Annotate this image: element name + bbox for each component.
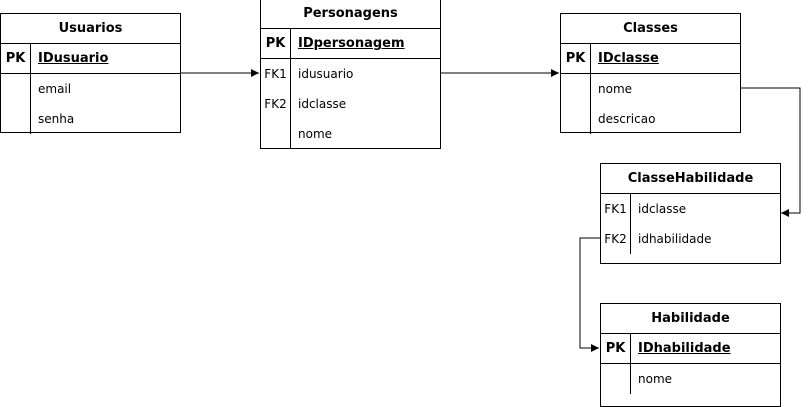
key-label	[1, 74, 31, 104]
field-row: FK2 idclasse	[261, 89, 440, 119]
pk-row: PK IDclasse	[561, 44, 740, 74]
pk-row: PK IDpersonagem	[261, 29, 440, 59]
field-name: IDhabilidade	[638, 341, 731, 356]
field-row: FK1 idclasse	[601, 194, 780, 224]
entity-title: Usuarios	[1, 14, 180, 44]
entity-title: Habilidade	[601, 304, 780, 334]
field-row: email	[1, 74, 180, 104]
key-label	[261, 119, 291, 149]
pk-row: PK IDusuario	[1, 44, 180, 74]
entity-title: Classes	[561, 14, 740, 44]
field-name: nome	[598, 82, 633, 96]
field-name: nome	[298, 127, 333, 141]
field-name: nome	[638, 372, 673, 386]
field-name: idusuario	[298, 67, 354, 81]
key-label: PK	[601, 334, 631, 363]
entity-personagens[interactable]: Personagens PK IDpersonagem FK1 idusuari…	[260, 0, 441, 149]
key-label: PK	[561, 44, 591, 73]
pk-row: PK IDhabilidade	[601, 334, 780, 364]
key-label: FK2	[601, 224, 631, 254]
field-row: descricao	[561, 104, 740, 134]
field-row: nome	[261, 119, 440, 149]
key-label	[1, 104, 31, 134]
entity-classehabilidade[interactable]: ClasseHabilidade FK1 idclasse FK2 idhabi…	[600, 163, 781, 264]
entity-usuarios[interactable]: Usuarios PK IDusuario email senha	[0, 13, 181, 134]
field-row: nome	[561, 74, 740, 104]
connector-classehabilidade-to-habilidade	[579, 237, 600, 352]
key-label: PK	[261, 29, 291, 58]
field-name: descricao	[598, 112, 656, 126]
field-name: email	[38, 82, 72, 96]
field-row: FK1 idusuario	[261, 59, 440, 89]
field-name: IDpersonagem	[298, 36, 405, 51]
key-label	[561, 74, 591, 104]
field-name: senha	[38, 112, 75, 126]
key-label	[561, 104, 591, 134]
key-label: FK1	[261, 59, 291, 89]
entity-title: Personagens	[261, 0, 440, 29]
field-name: idclasse	[638, 202, 687, 216]
key-label: PK	[1, 44, 31, 73]
field-name: idhabilidade	[638, 232, 712, 246]
key-label	[601, 364, 631, 394]
field-name: IDclasse	[598, 51, 659, 66]
entity-habilidade[interactable]: Habilidade PK IDhabilidade nome	[600, 303, 781, 407]
entity-title: ClasseHabilidade	[601, 164, 780, 194]
field-row: nome	[601, 364, 780, 394]
field-row: FK2 idhabilidade	[601, 224, 780, 254]
key-label: FK1	[601, 194, 631, 224]
entity-classes[interactable]: Classes PK IDclasse nome descricao	[560, 13, 741, 134]
key-label: FK2	[261, 89, 291, 119]
field-name: idclasse	[298, 97, 347, 111]
field-name: IDusuario	[38, 51, 109, 66]
field-row: senha	[1, 104, 180, 134]
